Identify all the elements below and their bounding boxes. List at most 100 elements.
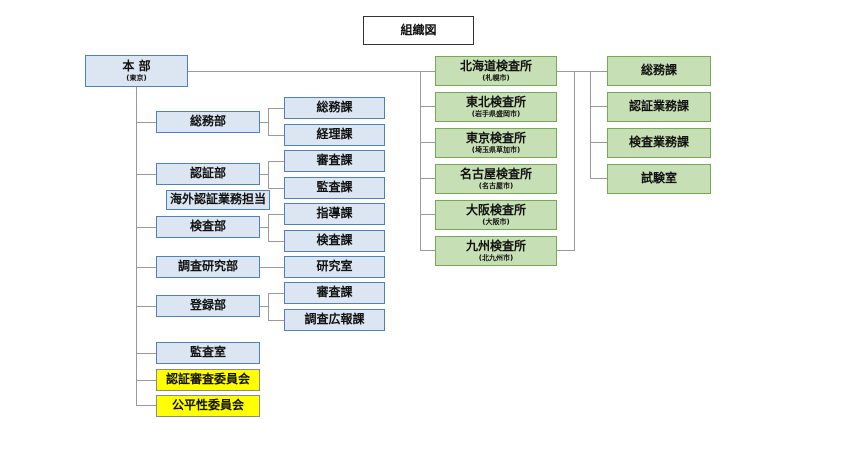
- insp-stub: [260, 227, 268, 228]
- section-label: 審査課: [316, 153, 353, 168]
- chart-title-text: 組織図: [400, 22, 437, 37]
- dept-line-registration: [136, 306, 156, 307]
- dept-label: 認証部: [189, 166, 226, 181]
- branch-section-line-3: [590, 142, 607, 143]
- branch-hokkaido: 北海道検査所 (札幌市): [435, 56, 557, 86]
- dept-inspection: 検査部: [156, 216, 260, 238]
- branch-section-general: 総務課: [607, 56, 711, 86]
- section-guidance: 指導課: [284, 203, 385, 225]
- dept-line-certification: [136, 174, 156, 175]
- committee-certification-review: 認証審査委員会: [156, 369, 260, 391]
- branch-name: 名古屋検査所: [459, 166, 532, 181]
- branch-sections-right-rail: [590, 71, 591, 179]
- branch-section-label: 試験室: [640, 171, 677, 186]
- dept-line-audit: [136, 353, 156, 354]
- dept-label: 検査部: [189, 219, 226, 234]
- headquarters-name: 本 部: [122, 58, 151, 73]
- dept-general-affairs: 総務部: [156, 111, 260, 133]
- committee-label: 認証審査委員会: [165, 372, 250, 387]
- branch-line-1: [420, 71, 435, 72]
- branch-line-6: [420, 250, 435, 251]
- research-sec-line: [260, 267, 284, 268]
- branch-name: 東北検査所: [465, 94, 526, 109]
- branch-section-certification: 認証業務課: [607, 92, 711, 122]
- branch-osaka: 大阪検査所 (大阪市): [435, 200, 557, 230]
- branch-name: 北海道検査所: [459, 58, 532, 73]
- branch-section-label: 総務課: [640, 63, 677, 78]
- branches-trunk-line: [420, 71, 421, 250]
- chart-title: 組織図: [363, 16, 474, 45]
- dept-line-committee-1: [136, 380, 156, 381]
- dept-line-general: [136, 122, 156, 123]
- branch-section-line-2: [590, 106, 607, 107]
- insp-sec-1-line: [268, 214, 284, 215]
- reg-stub: [260, 306, 268, 307]
- cert-bracket: [268, 161, 269, 188]
- general-sec-2-line: [268, 135, 284, 136]
- committee-impartiality: 公平性委員会: [156, 395, 260, 417]
- section-label: 経理課: [316, 127, 353, 142]
- branch-section-inspection: 検査業務課: [607, 128, 711, 158]
- headquarters-location: (東京): [126, 74, 147, 83]
- branch-section-testing-lab: 試験室: [607, 164, 711, 194]
- dept-line-committee-2: [136, 405, 156, 406]
- branch-city: (埼玉県草加市): [471, 146, 521, 155]
- general-bracket: [268, 108, 269, 135]
- cert-stub: [260, 174, 268, 175]
- headquarters-box: 本 部 (東京): [85, 55, 188, 87]
- dept-research: 調査研究部: [156, 256, 260, 278]
- general-stub: [260, 122, 268, 123]
- dept-label: 監査室: [189, 345, 226, 360]
- audit-office: 監査室: [156, 342, 260, 364]
- dept-line-research: [136, 267, 156, 268]
- section-label: 指導課: [316, 206, 353, 221]
- section-label: 検査課: [316, 233, 353, 248]
- section-inspection: 検査課: [284, 230, 385, 252]
- branch-city: (名古屋市): [478, 182, 514, 191]
- branch-sections-bottom-line: [557, 250, 575, 251]
- branch-tokyo: 東京検査所 (埼玉県草加市): [435, 128, 557, 158]
- branch-city: (岩手県盛岡市): [471, 110, 521, 119]
- overseas-cert-unit: 海外認証業務担当: [166, 190, 270, 210]
- dept-label: 総務部: [189, 114, 226, 129]
- branch-nagoya: 名古屋検査所 (名古屋市): [435, 164, 557, 194]
- branch-line-4: [420, 178, 435, 179]
- dept-label: 調査研究部: [177, 259, 238, 274]
- general-sec-1-line: [268, 108, 284, 109]
- branch-section-line-4: [590, 178, 607, 179]
- branch-sections-left-rail: [574, 71, 575, 250]
- branch-kyushu: 九州検査所 (北九州市): [435, 236, 557, 266]
- branch-line-3: [420, 142, 435, 143]
- branch-tohoku: 東北検査所 (岩手県盛岡市): [435, 92, 557, 122]
- cert-sec-1-line: [268, 161, 284, 162]
- branch-section-label: 認証業務課: [628, 99, 689, 114]
- branch-section-label: 検査業務課: [628, 135, 689, 150]
- section-cert-review: 審査課: [284, 150, 385, 172]
- branch-line-5: [420, 214, 435, 215]
- dept-line-inspection: [136, 227, 156, 228]
- reg-bracket: [268, 293, 269, 320]
- insp-sec-2-line: [268, 241, 284, 242]
- section-label: 研究室: [316, 259, 353, 274]
- dept-label: 登録部: [189, 298, 226, 313]
- cert-sec-2-line: [268, 188, 284, 189]
- section-research-pr: 調査広報課: [284, 309, 385, 331]
- section-laboratory: 研究室: [284, 256, 385, 278]
- reg-sec-2-line: [268, 320, 284, 321]
- dept-registration: 登録部: [156, 295, 260, 317]
- branch-name: 大阪検査所: [465, 202, 526, 217]
- hq-trunk-line: [136, 87, 137, 405]
- branch-name: 九州検査所: [465, 238, 526, 253]
- branch-line-2: [420, 106, 435, 107]
- reg-sec-1-line: [268, 293, 284, 294]
- branch-name: 東京検査所: [465, 130, 526, 145]
- dept-certification: 認証部: [156, 163, 260, 185]
- section-label: 調査広報課: [304, 312, 365, 327]
- committee-label: 公平性委員会: [171, 398, 244, 413]
- insp-bracket: [268, 214, 269, 241]
- branch-city: (大阪市): [482, 218, 510, 227]
- section-label: 審査課: [316, 285, 353, 300]
- section-general-affairs: 総務課: [284, 97, 385, 119]
- section-cert-audit: 監査課: [284, 177, 385, 199]
- section-label: 総務課: [316, 100, 353, 115]
